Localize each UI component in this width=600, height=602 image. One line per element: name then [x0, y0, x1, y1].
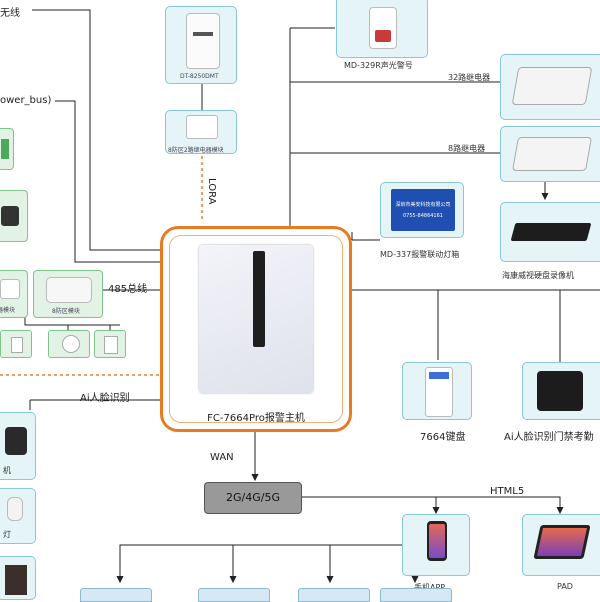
left-module-label: 器模块: [0, 307, 16, 314]
sign-phone: 0755-84864161: [403, 213, 443, 219]
power-bus-label: ower_bus): [0, 95, 52, 106]
light-box-sign-icon: 深圳市美安科技有限公司 0755-84864161: [391, 189, 455, 231]
module-box-icon: [46, 277, 92, 303]
siren-icon: [369, 7, 397, 49]
light-box-card: 深圳市美安科技有限公司 0755-84864161: [380, 182, 464, 238]
access-terminal-card: [522, 362, 600, 420]
screen-icon: [5, 565, 27, 595]
relay8-label: 8路继电器: [448, 144, 486, 153]
alarm-host-inner-frame: [169, 235, 343, 423]
zone-module-label: 8防区模块: [52, 308, 80, 315]
siren-label: MD-329R声光警号: [344, 61, 413, 70]
wireless-label: 无线: [0, 8, 20, 19]
camera-icon: [1, 206, 19, 226]
alarm-host-device-icon: [199, 245, 313, 393]
phone-screen: [429, 524, 445, 558]
left-screen-card: [0, 556, 36, 600]
left-cut-label-b: 灯: [3, 530, 11, 539]
siren-light: [375, 30, 391, 42]
zone-module-card: 8防区模块: [33, 270, 103, 318]
module-icon: [0, 279, 20, 299]
host-front-strip: [253, 251, 265, 347]
keypad-icon: [425, 367, 453, 417]
pir-sensor-icon: [104, 336, 118, 354]
nvr-icon: [510, 223, 592, 241]
siren-card: [336, 0, 428, 58]
sign-title: 深圳市美安科技有限公司: [395, 202, 451, 208]
lamp-icon: [7, 497, 23, 521]
face-camera-icon: [5, 427, 27, 455]
wan-label: WAN: [210, 452, 234, 463]
relay-module-card: 8防区2路继电器模块: [165, 110, 237, 154]
nvr-card: [500, 202, 600, 262]
left-module-card: 器模块: [0, 270, 28, 318]
access-terminal-icon: [537, 371, 583, 411]
html5-label: HTML5: [490, 486, 525, 497]
access-terminal-label: Ai人脸识别门禁考勤: [504, 432, 594, 443]
smoke-sensor-icon: [62, 335, 80, 353]
sensor-card-1: [0, 330, 32, 358]
ai-face-label-left: Ai人脸识别: [80, 393, 130, 404]
pir-detector-card: DT-8250DMT: [165, 6, 237, 84]
pir-detector-icon: [186, 13, 220, 69]
left-device-card-1: [0, 128, 14, 170]
phone-label: 手机APP: [414, 582, 445, 593]
pir-model-label: DT-8250DMT: [180, 73, 219, 80]
door-sensor-icon: [11, 337, 23, 353]
relay32-card: [500, 54, 600, 120]
left-lamp-card: 灯: [0, 488, 36, 544]
green-device-icon: [1, 139, 9, 159]
keypad-card: [402, 362, 472, 420]
power-bus-line: [55, 100, 162, 263]
lora-label: LORA: [206, 178, 217, 205]
sensor-card-3: [94, 330, 126, 358]
phone-icon: [427, 521, 447, 561]
alarm-host-frame: FC-7664Pro报警主机: [160, 226, 352, 432]
light-box-label: MD-337报警联动灯箱: [380, 250, 460, 259]
network-box: 2G/4G/5G: [204, 482, 302, 514]
bus-485-label: 485总线: [108, 284, 148, 295]
left-camera-card: [0, 190, 28, 242]
relay8-box-icon: [512, 137, 592, 171]
relay32-box-icon: [511, 67, 593, 105]
left-face-camera-card: 机: [0, 412, 36, 480]
alarm-host-label: FC-7664Pro报警主机: [207, 413, 305, 424]
phone-card: [402, 514, 470, 576]
left-cut-label-a: 机: [3, 466, 11, 475]
pir-window: [193, 32, 213, 36]
keypad-screen: [429, 372, 449, 379]
sensor-card-2: [48, 330, 90, 358]
pad-card: [522, 514, 600, 576]
relay-module-label: 8防区2路继电器模块: [168, 147, 224, 154]
keypad-label: 7664键盘: [420, 432, 466, 443]
relay32-label: 32路继电器: [448, 73, 491, 82]
relay8-card: [500, 126, 600, 182]
nvr-label: 海康威视硬盘录像机: [502, 271, 574, 280]
pad-label: PAD: [557, 582, 573, 591]
wireless-line: [32, 9, 162, 251]
relay-module-icon: [186, 115, 218, 139]
pad-screen: [537, 528, 587, 556]
pad-icon: [533, 525, 591, 559]
